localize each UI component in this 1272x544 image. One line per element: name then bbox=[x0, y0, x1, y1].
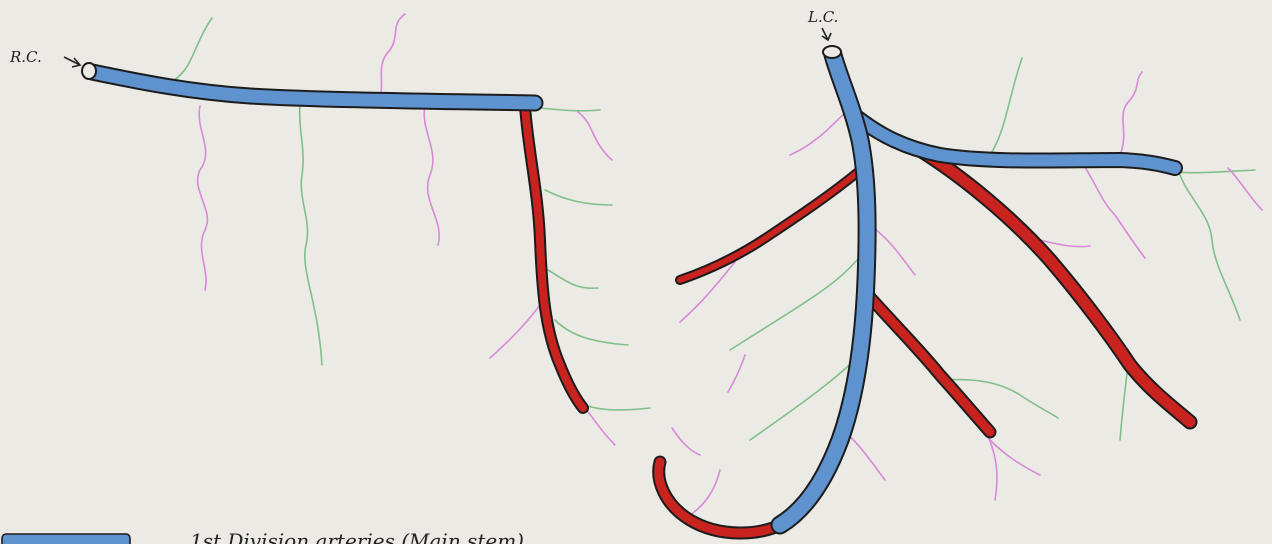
lc-label: L.C. bbox=[807, 8, 838, 26]
lc-label-arrow bbox=[822, 28, 831, 40]
legend-label-first-division: 1st Division arteries (Main stem) bbox=[190, 529, 524, 544]
lc-green-branch-3 bbox=[1180, 175, 1240, 320]
rc-pink-branch-2 bbox=[380, 14, 405, 100]
lc-red-right-branch bbox=[920, 150, 1190, 422]
lc-circumflex bbox=[858, 118, 1175, 168]
lc-pink-branch-10 bbox=[672, 428, 700, 455]
lc-red-left-branch-outline bbox=[680, 172, 858, 280]
lc-red-middle-branch bbox=[868, 295, 990, 432]
rc-pink-branch-1 bbox=[198, 106, 208, 290]
lc-pink-branch-6 bbox=[1228, 168, 1262, 210]
legend-swatch-first-division bbox=[2, 534, 130, 544]
lc-pink-branch-9 bbox=[690, 470, 720, 515]
lc-pink-branch-12 bbox=[990, 440, 1040, 475]
rc-green-branch-3 bbox=[540, 108, 600, 111]
lc-pink-branch-4 bbox=[1080, 160, 1145, 258]
rc-pink-branch-6 bbox=[585, 408, 615, 445]
lc-green-branch-1 bbox=[990, 58, 1022, 155]
lc-pink-branch-3 bbox=[1120, 72, 1142, 155]
legend: 1st Division arteries (Main stem) bbox=[2, 529, 524, 544]
lc-pink-branch-5 bbox=[1040, 240, 1090, 247]
rc-label: R.C. bbox=[9, 48, 42, 66]
rc-label-arrow bbox=[64, 57, 80, 67]
rc-pink-branch-3 bbox=[424, 106, 439, 245]
lc-green-branch-7 bbox=[1120, 365, 1128, 440]
rc-green-branch-4 bbox=[545, 190, 612, 205]
rc-green-branch-6 bbox=[555, 320, 628, 345]
rc-green-branch-2 bbox=[300, 104, 322, 365]
lc-ostium bbox=[823, 46, 841, 58]
rc-ostium bbox=[82, 63, 96, 79]
rc-green-branch-5 bbox=[548, 270, 598, 288]
left-coronary-tree: L.C. bbox=[659, 8, 1262, 533]
lc-green-branch-4 bbox=[730, 250, 865, 350]
lc-pink-branch-13 bbox=[728, 355, 745, 392]
rc-green-branch-1 bbox=[168, 18, 212, 84]
right-coronary-tree: R.C. bbox=[9, 14, 650, 445]
rc-pink-branch-5 bbox=[490, 305, 540, 358]
lc-pink-branch-8 bbox=[845, 432, 885, 480]
lc-pink-branch-2 bbox=[870, 225, 915, 275]
rc-pink-branch-4 bbox=[578, 112, 612, 160]
